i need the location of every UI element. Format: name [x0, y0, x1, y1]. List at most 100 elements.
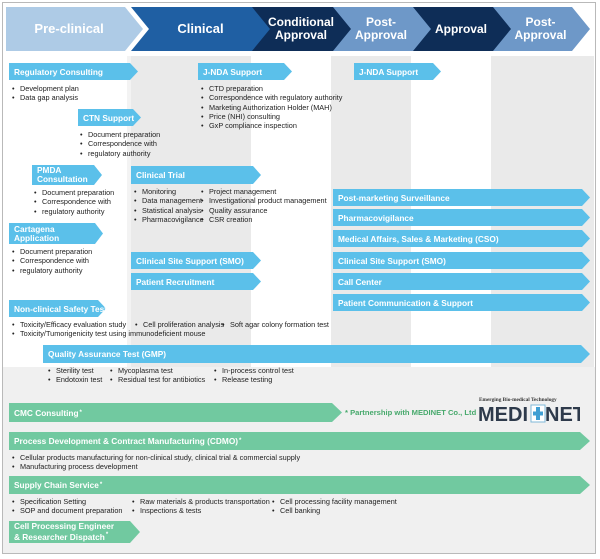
phase-post-approval-1 [331, 7, 431, 51]
post-marketing-surveillance-label: Post-marketing Surveillance [338, 192, 450, 203]
pmda-consultation-box: PMDA Consultation [32, 165, 102, 185]
pharmacovigilance-box: Pharmacovigilance [333, 209, 590, 226]
clinical-trial-box: Clinical Trial [131, 166, 261, 184]
phase-conditional-approval [251, 7, 351, 51]
pmda-consultation-list: Document preparation Correspondence with… [34, 188, 114, 216]
phase-label-clinical: Clinical [177, 21, 224, 37]
qa-list-3: In-process control test Release testing [214, 366, 294, 385]
patient-communication-label: Patient Communication & Support [338, 297, 474, 308]
non-clinical-safety-test-label: Non-clinical Safety Test [14, 303, 107, 314]
phase-header [6, 7, 590, 51]
list-item: Correspondence with [12, 256, 92, 266]
pharmacovigilance-label: Pharmacovigilance [338, 212, 414, 223]
supply-chain-list-2: Raw materials & products transportation … [132, 497, 270, 516]
ctn-support-list: Document preparation Correspondence with… [80, 130, 160, 158]
clinical-site-support-box: Clinical Site Support (SMO) [131, 252, 261, 269]
clinical-trial-list-1: Monitoring Data management Statistical a… [134, 187, 204, 224]
supply-chain-list-1: Specification Setting SOP and document p… [12, 497, 123, 516]
regulatory-consulting-label: Regulatory Consulting [14, 66, 103, 77]
jnda-support-approval-box: J-NDA Support [354, 63, 441, 80]
phase-label-approval: Approval [434, 21, 487, 36]
column-gap [127, 56, 131, 367]
qa-list-1: Sterility test Endotoxin test [48, 366, 102, 385]
list-item: Cell banking [272, 506, 397, 516]
medinet-logo: MEDI NET [478, 404, 580, 424]
jnda-support-clinical-box: J-NDA Support [198, 63, 292, 80]
regulatory-consulting-box: Regulatory Consulting [9, 63, 138, 80]
list-item: Toxicity/Tumorigenicity test using immun… [12, 329, 205, 339]
logo-tagline: Emerging Bio-medical Technology [479, 397, 557, 403]
quality-assurance-test-label: Quality Assurance Test (GMP) [48, 349, 167, 359]
process-development-list: Cellular products manufacturing for non-… [12, 453, 300, 472]
list-item: GxP compliance inspection [201, 121, 342, 131]
non-clinical-list-3: Soft agar colony formation test [222, 320, 329, 330]
list-item: Cell processing facility management [272, 497, 397, 507]
jnda-support-label: J-NDA Support [359, 66, 419, 77]
cartagena-application-label: Cartagena [14, 223, 55, 234]
cell-processing-box: Cell Processing Engineer & Researcher Di… [9, 521, 140, 543]
cell-processing-label: Cell Processing Engineer [14, 520, 115, 531]
phase-pre-clinical [6, 7, 143, 51]
patient-communication-box: Patient Communication & Support [333, 294, 590, 311]
list-item: Document preparation [80, 130, 160, 140]
patient-recruitment-label: Patient Recruitment [136, 276, 215, 287]
list-item: Cellular products manufacturing for non-… [12, 453, 300, 463]
list-item: In-process control test [214, 366, 294, 376]
call-center-box: Call Center [333, 273, 590, 290]
medical-affairs-label: Medical Affairs, Sales & Marketing (CSO) [338, 233, 499, 244]
process-development-label: Process Development & Contract Manufactu… [14, 436, 239, 446]
clinical-site-support-right-box: Clinical Site Support (SMO) [333, 252, 590, 269]
cell-processing-label: & Researcher Dispatch [14, 531, 105, 542]
list-item: Mycoplasma test [110, 366, 205, 376]
logo-text-left: MEDI [478, 404, 528, 424]
clinical-trial-list-2: Project management Investigational produ… [201, 187, 327, 224]
phase-clinical [131, 7, 270, 51]
partnership-note: * Partnership with MEDINET Co., Ltd [345, 408, 477, 417]
logo-text-right: NET [545, 404, 580, 424]
list-item: Data gap analysis [12, 93, 79, 103]
clinical-site-support-label: Clinical Site Support (SMO) [338, 255, 446, 266]
jnda-support-label: J-NDA Support [203, 66, 263, 77]
phase-label-post-approval-1: Post-Approval [354, 15, 407, 42]
list-item: Quality assurance [201, 206, 327, 216]
jnda-support-list: CTD preparation Correspondence with regu… [201, 84, 342, 131]
list-item: Inspections & tests [132, 506, 270, 516]
quality-assurance-test-box: Quality Assurance Test (GMP) [43, 345, 590, 363]
footnote-mark: * [239, 438, 242, 444]
supply-chain-list-3: Cell processing facility management Cell… [272, 497, 397, 516]
non-clinical-list-1: Toxicity/Efficacy evaluation study Toxic… [12, 320, 205, 339]
list-item: Price (NHI) consulting [201, 112, 342, 122]
list-item: Raw materials & products transportation [132, 497, 270, 507]
list-item: Marketing Authorization Holder (MAH) [201, 103, 342, 113]
list-item: Correspondence with regulatory authority [201, 93, 342, 103]
list-item: Release testing [214, 375, 294, 385]
list-item: regulatory authority [12, 266, 92, 276]
list-item: Soft agar colony formation test [222, 320, 329, 330]
list-item: Manufacturing process development [12, 462, 300, 472]
list-item: Specification Setting [12, 497, 123, 507]
list-item: Cell proliferation analysis [135, 320, 224, 330]
list-item: regulatory authority [80, 149, 160, 159]
list-item: Sterility test [48, 366, 102, 376]
list-item: SOP and document preparation [12, 506, 123, 516]
cartagena-application-label: Application [14, 232, 60, 243]
supply-chain-box: Supply Chain Service* [9, 476, 590, 494]
list-item: Correspondence with [80, 139, 160, 149]
cmc-consulting-box: CMC Consulting* [9, 403, 342, 422]
list-item: CSR creation [201, 215, 327, 225]
pmda-consultation-label: Consultation [37, 174, 88, 184]
logo-cross-icon [530, 404, 546, 423]
list-item: regulatory authority [34, 207, 114, 217]
list-item: Monitoring [134, 187, 204, 197]
list-item: Document preparation [34, 188, 114, 198]
list-item: CTD preparation [201, 84, 342, 94]
list-item: Residual test for antibiotics [110, 375, 205, 385]
list-item: Pharmacovigilance [134, 215, 204, 225]
footnote-mark: * [99, 482, 103, 488]
list-item: Development plan [12, 84, 79, 94]
ctn-support-label: CTN Support [83, 112, 135, 123]
ctn-support-box: CTN Support [78, 109, 141, 126]
regulatory-consulting-list: Development plan Data gap analysis [12, 84, 79, 103]
clinical-site-support-label: Clinical Site Support (SMO) [136, 255, 244, 266]
